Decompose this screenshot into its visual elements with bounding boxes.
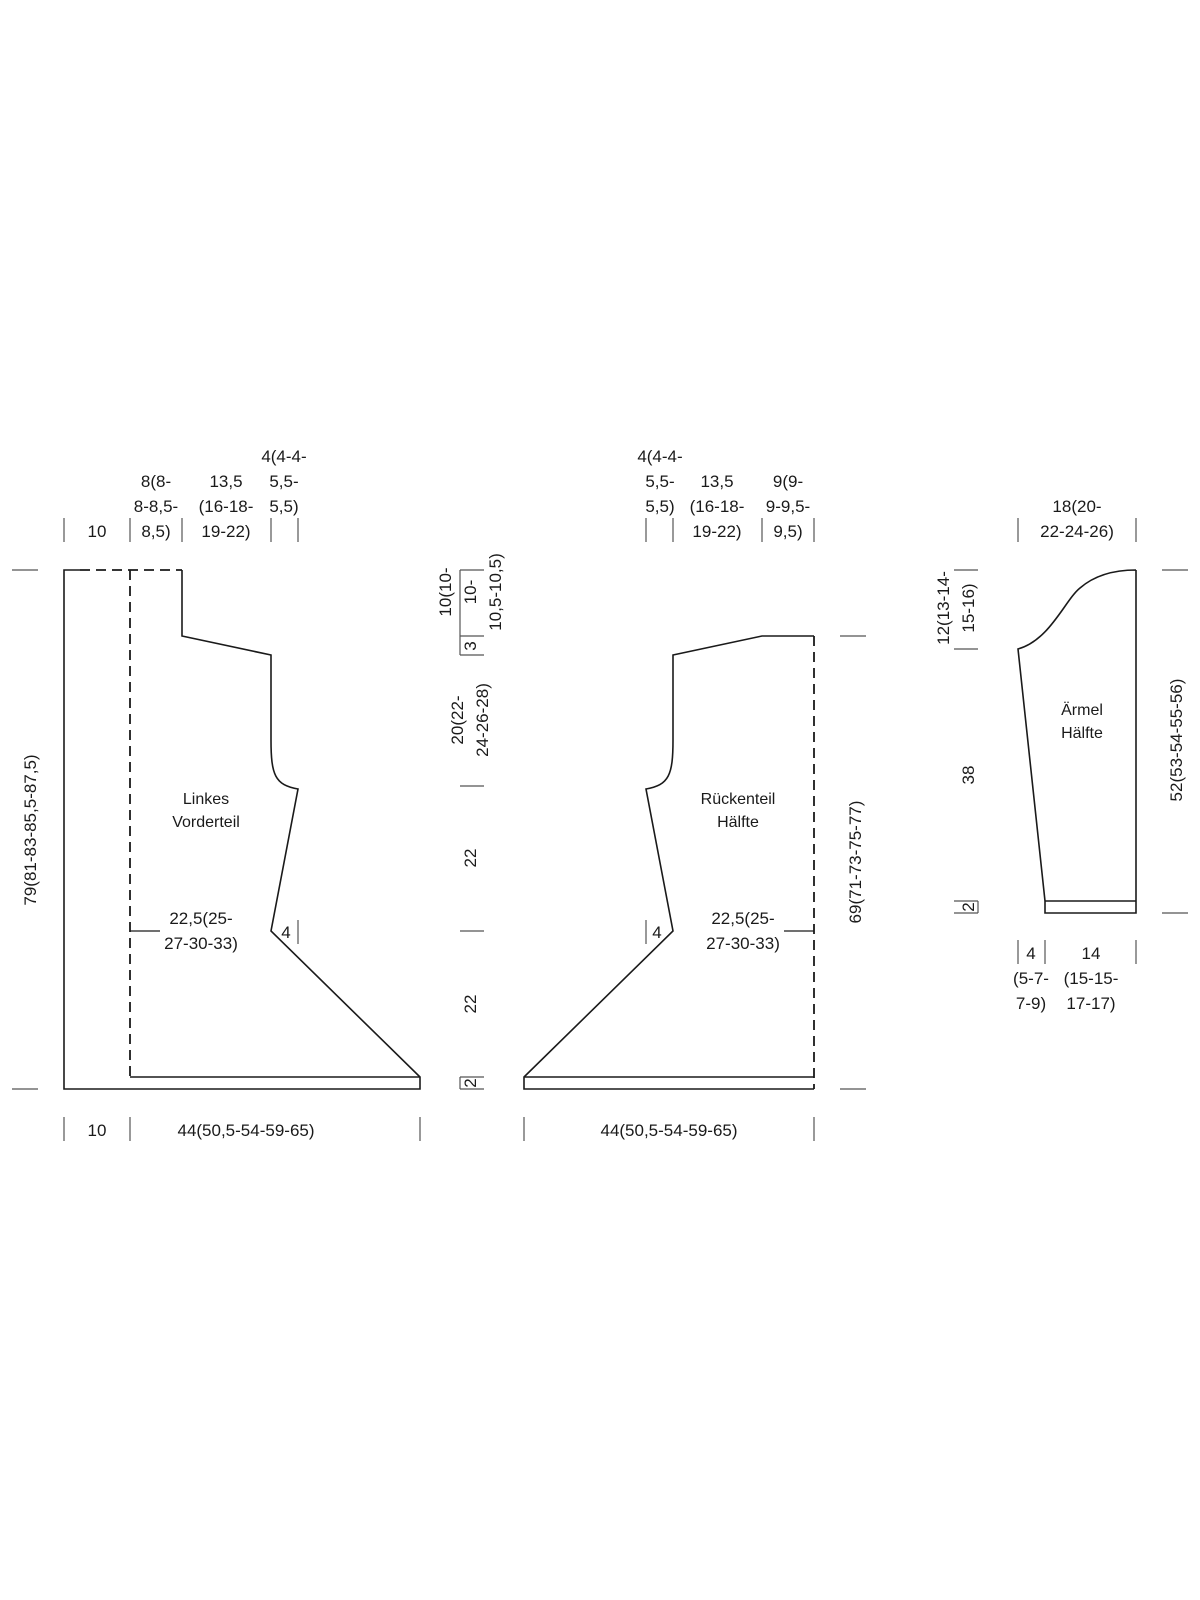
sleeve-label-1: Ärmel <box>1061 701 1103 719</box>
left-front-piece: Linkes Vorderteil <box>63 569 421 1090</box>
sleeve-bottom-b-3: 17-17) <box>1066 994 1115 1013</box>
sleeve-piece: Ärmel Hälfte <box>1017 569 1137 914</box>
back-top-a-1: 9(9- <box>773 472 803 491</box>
back-waist-2: 27-30-33) <box>706 934 780 953</box>
scale-neck-3: 10,5-10,5) <box>486 553 505 631</box>
scale-armhole-1: 20(22- <box>448 695 467 744</box>
scale-upper: 22 <box>461 849 480 868</box>
back-waist-1: 22,5(25- <box>711 909 774 928</box>
back-top-b-1: 13,5 <box>700 472 733 491</box>
scale-neck-1: 10(10- <box>436 567 455 616</box>
back-label-1: Rückenteil <box>701 791 776 808</box>
back-top-c-1: 4(4-4- <box>637 447 682 466</box>
front-waist-1: 22,5(25- <box>169 909 232 928</box>
scale-lower: 22 <box>461 995 480 1014</box>
back-bottom-dimensions: 44(50,5-54-59-65) <box>523 1117 815 1141</box>
sleeve-cap-1: 12(13-14- <box>934 571 953 645</box>
sleeve-top-width-1: 18(20- <box>1052 497 1101 516</box>
sleeve-bottom-a-3: 7-9) <box>1016 994 1046 1013</box>
front-top-band: 10 <box>88 522 107 541</box>
front-top-c-2: 5,5- <box>269 472 298 491</box>
front-outline <box>128 570 421 1090</box>
back-bottom-width: 44(50,5-54-59-65) <box>600 1121 737 1140</box>
front-bottom-dimensions: 10 44(50,5-54-59-65) <box>63 1117 421 1141</box>
sleeve-bottom-a-1: 4 <box>1026 944 1035 963</box>
sleeve-length: 38 <box>959 766 978 785</box>
sleeve-cap-2: 15-16) <box>959 583 978 632</box>
back-label-2: Hälfte <box>717 814 759 831</box>
front-top-c-1: 4(4-4- <box>261 447 306 466</box>
sleeve-bottom-b-2: (15-15- <box>1064 969 1119 988</box>
sleeve-top-width-2: 22-24-26) <box>1040 522 1114 541</box>
front-band-outline <box>63 569 128 1090</box>
back-piece: Rückenteil Hälfte <box>523 635 815 1090</box>
back-top-dimensions: 4(4-4- 5,5- 5,5) 13,5 (16-18- 19-22) 9(9… <box>637 447 815 542</box>
front-top-b-3: 19-22) <box>201 522 250 541</box>
front-label-2: Vorderteil <box>172 814 240 831</box>
front-top-a-2: 8-8,5- <box>134 497 178 516</box>
scale-shoulder: 3 <box>461 641 480 650</box>
back-top-a-2: 9-9,5- <box>766 497 810 516</box>
sleeve-left-scale: 12(13-14- 15-16) 38 2 <box>934 569 979 914</box>
back-top-b-2: (16-18- <box>690 497 745 516</box>
front-top-c-3: 5,5) <box>269 497 298 516</box>
front-total-length: 79(81-83-85,5-87,5) <box>21 754 40 905</box>
scale-armhole-2: 24-26-28) <box>473 683 492 757</box>
middle-scale: 10(10- 10- 10,5-10,5) 3 20(22- 24-26-28)… <box>436 553 505 1090</box>
back-outline <box>523 635 814 1090</box>
front-top-dimensions: 10 8(8- 8-8,5- 8,5) 13,5 (16-18- 19-22) … <box>63 447 307 542</box>
back-top-a-3: 9,5) <box>773 522 802 541</box>
front-bottom-band: 10 <box>88 1121 107 1140</box>
sleeve-label-2: Hälfte <box>1061 725 1103 742</box>
back-total-length: 69(71-73-75-77) <box>846 801 865 924</box>
sleeve-cuff: 2 <box>959 902 978 911</box>
back-top-b-3: 19-22) <box>692 522 741 541</box>
sleeve-total-length: 52(53-54-55-56) <box>1167 679 1186 802</box>
front-top-a-3: 8,5) <box>141 522 170 541</box>
front-top-a-1: 8(8- <box>141 472 171 491</box>
back-dec-label: 4 <box>652 923 661 942</box>
sleeve-bottom-a-2: (5-7- <box>1013 969 1049 988</box>
sleeve-bottom-b-1: 14 <box>1082 944 1101 963</box>
back-top-c-3: 5,5) <box>645 497 674 516</box>
front-waist-2: 27-30-33) <box>164 934 238 953</box>
scale-hem: 2 <box>461 1078 480 1087</box>
front-label-1: Linkes <box>183 791 229 808</box>
scale-neck-2: 10- <box>461 580 480 605</box>
front-top-b-1: 13,5 <box>209 472 242 491</box>
front-bottom-width: 44(50,5-54-59-65) <box>177 1121 314 1140</box>
back-top-c-2: 5,5- <box>645 472 674 491</box>
sleeve-outline <box>1017 569 1137 914</box>
front-dec-label: 4 <box>281 923 290 942</box>
sleeve-top-dimensions: 18(20- 22-24-26) <box>1017 497 1137 542</box>
front-top-b-2: (16-18- <box>199 497 254 516</box>
sleeve-bottom-dimensions: 4 (5-7- 7-9) 14 (15-15- 17-17) <box>1013 940 1137 1013</box>
